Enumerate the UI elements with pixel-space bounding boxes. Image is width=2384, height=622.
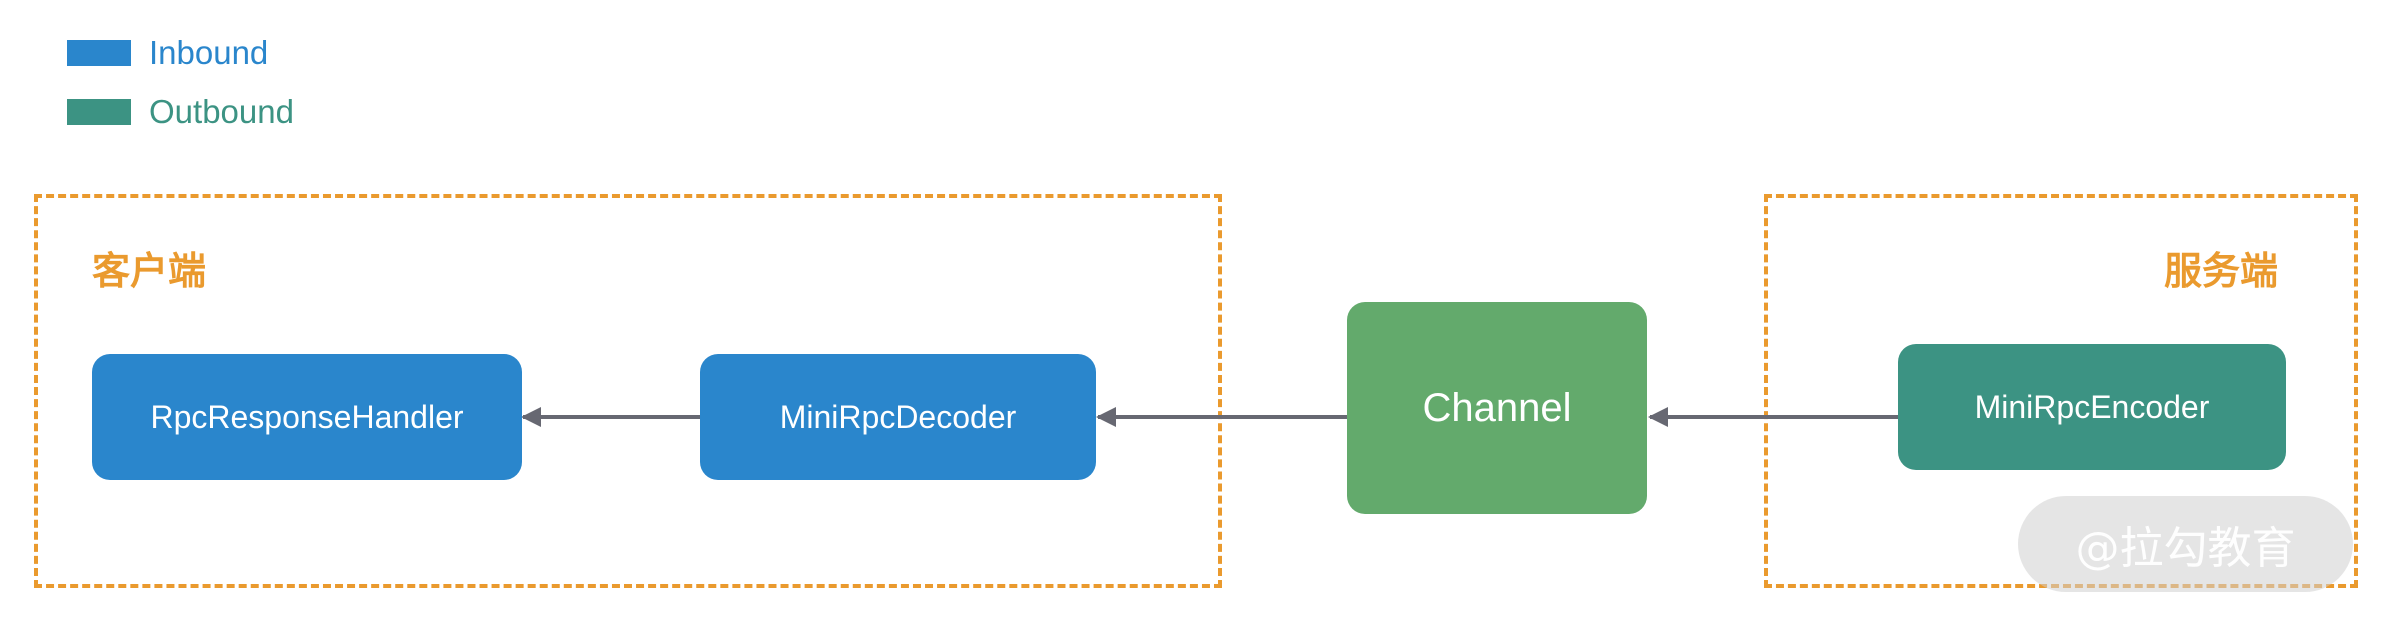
client-group (34, 194, 1222, 588)
mini-rpc-decoder-node: MiniRpcDecoder (700, 354, 1096, 480)
client-group-title: 客户端 (92, 249, 207, 293)
legend-item-outbound: Outbound (67, 95, 294, 128)
watermark-text: @拉勾教育 (2075, 523, 2296, 574)
channel-label: Channel (1422, 386, 1572, 430)
legend-label-outbound: Outbound (149, 93, 294, 130)
mini-rpc-encoder-label: MiniRpcEncoder (1974, 389, 2210, 425)
legend-label-inbound: Inbound (149, 34, 269, 71)
legend-swatch-inbound (67, 39, 131, 66)
server-group-title: 服务端 (2164, 249, 2279, 293)
rpc-response-handler-label: RpcResponseHandler (150, 399, 464, 435)
mini-rpc-decoder-label: MiniRpcDecoder (779, 399, 1017, 435)
mini-rpc-encoder-node: MiniRpcEncoder (1898, 344, 2286, 470)
legend-item-inbound: Inbound (67, 36, 268, 69)
rpc-response-handler-node: RpcResponseHandler (92, 354, 522, 480)
legend-swatch-outbound (67, 98, 131, 125)
channel-node: Channel (1347, 302, 1647, 514)
watermark-badge: @拉勾教育 (2018, 496, 2353, 592)
